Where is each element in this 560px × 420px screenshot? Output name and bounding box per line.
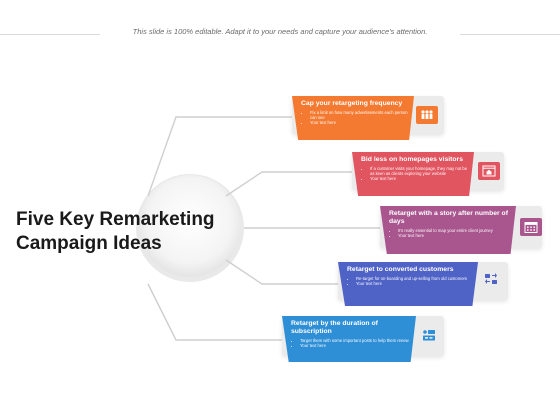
people-icon <box>416 106 438 124</box>
calendar-icon <box>520 218 542 236</box>
idea-card-4: Retarget to converted customers Re-targe… <box>338 262 508 308</box>
connector-line-5 <box>147 283 292 341</box>
idea-ribbon-4: Retarget to converted customers Re-targe… <box>338 262 478 306</box>
connector-lines <box>147 116 382 341</box>
title-line-1: Five Key Remarketing <box>16 209 215 230</box>
idea-bullet: Your text here <box>370 176 468 181</box>
exchange-icon <box>480 270 502 288</box>
idea-bullet: It's really essential to map your entire… <box>398 228 510 233</box>
idea-heading-3: Retarget with a story after number of da… <box>389 210 508 225</box>
idea-card-1: Cap your retargeting frequency Fix a lim… <box>292 96 444 142</box>
idea-bullet: Your text here <box>310 120 408 125</box>
idea-bullet: Your text here <box>398 233 510 238</box>
subscription-icon <box>418 326 440 344</box>
connector-line-2 <box>225 171 358 197</box>
header-rule-left <box>0 34 100 35</box>
idea-bullet: Fix a limit on how many advertisements e… <box>310 110 408 120</box>
idea-heading-1: Cap your retargeting frequency <box>301 100 403 107</box>
idea-card-3: Retarget with a story after number of da… <box>380 206 542 256</box>
idea-ribbon-1: Cap your retargeting frequency Fix a lim… <box>292 96 414 140</box>
idea-bullet: Re-target for on-boarding and up-selling… <box>356 276 472 281</box>
idea-ribbon-3: Retarget with a story after number of da… <box>380 206 516 254</box>
idea-card-2: Bid less on homepages visitors If a cust… <box>352 152 504 198</box>
title-line-2: Campaign Ideas <box>16 233 162 254</box>
instruction-note: This slide is 100% editable. Adapt it to… <box>132 27 428 36</box>
idea-card-5: Retarget by the duration of subscription… <box>282 316 444 364</box>
diagram-title: Five Key Remarketing Campaign Ideas <box>16 208 256 256</box>
idea-bullet: If a customer visits your homepage, they… <box>370 166 468 176</box>
idea-ribbon-2: Bid less on homepages visitors If a cust… <box>352 152 474 196</box>
idea-ribbon-5: Retarget by the duration of subscription… <box>282 316 416 362</box>
idea-bullet: Your text here <box>300 343 410 348</box>
idea-bullet: Your text here <box>356 281 472 286</box>
hub-circle <box>139 175 241 277</box>
idea-heading-4: Retarget to converted customers <box>347 266 454 273</box>
browser-home-icon <box>478 162 500 180</box>
idea-heading-2: Bid less on homepages visitors <box>361 156 463 163</box>
header-rule-right <box>460 34 560 35</box>
connector-line-1 <box>147 116 292 197</box>
idea-bullet: Target them with some important posts to… <box>300 338 410 343</box>
connector-line-4 <box>225 259 350 285</box>
idea-heading-5: Retarget by the duration of subscription <box>291 320 378 335</box>
